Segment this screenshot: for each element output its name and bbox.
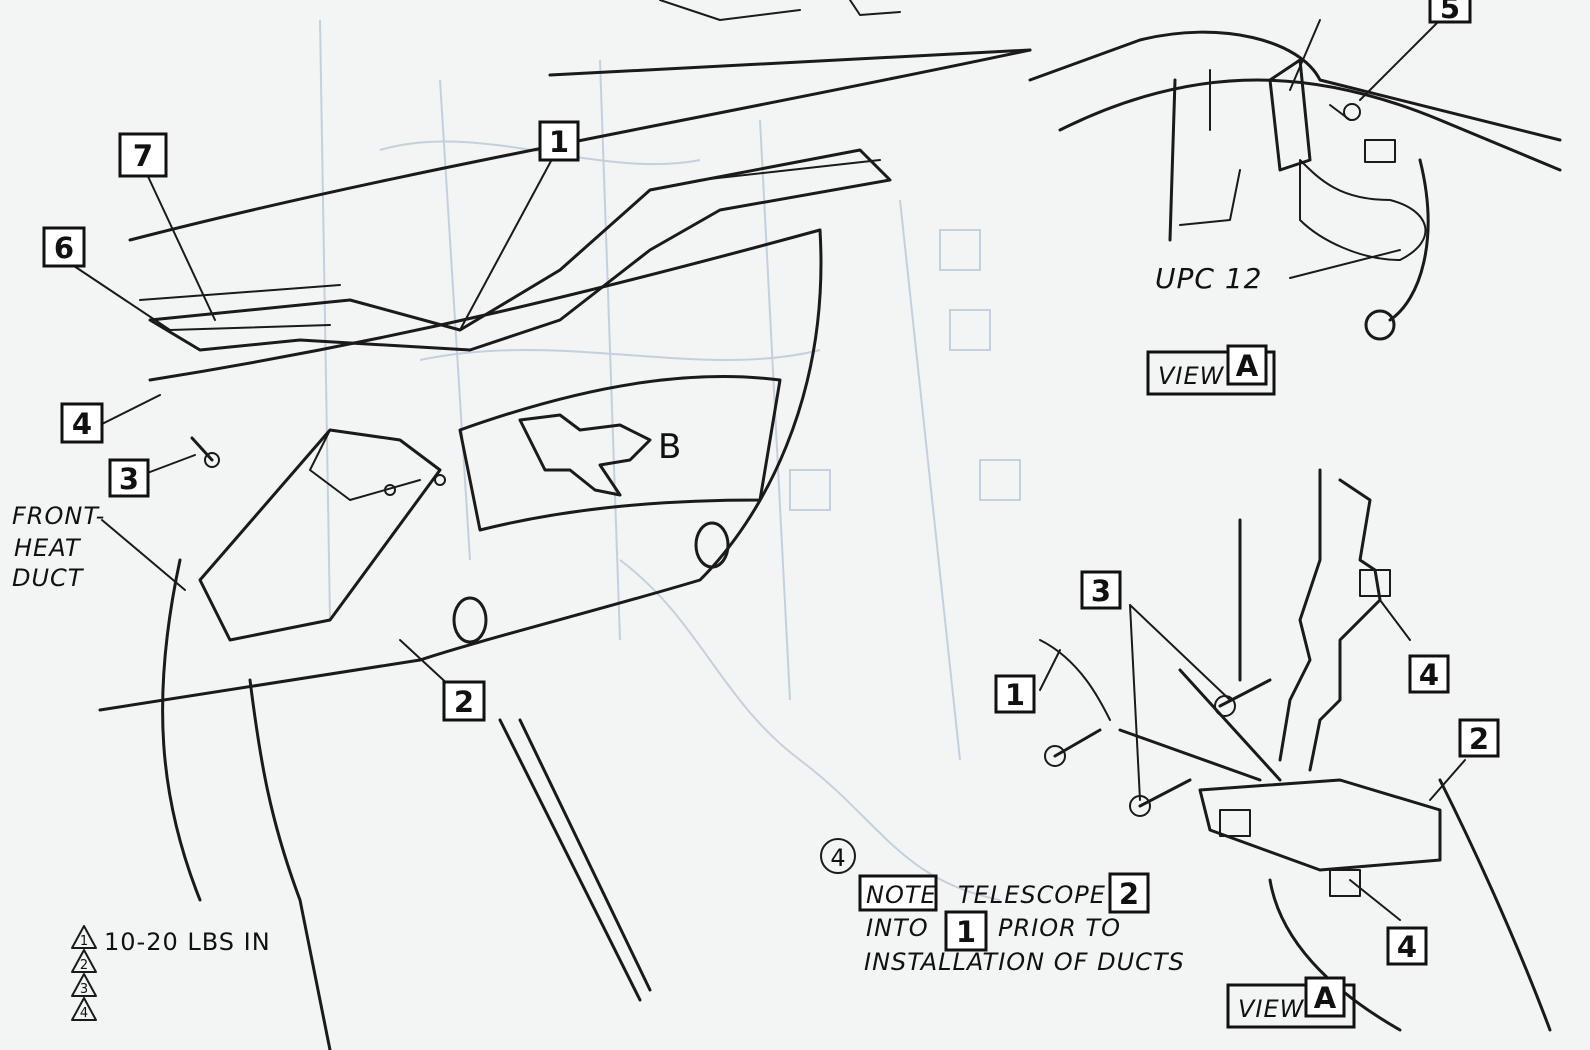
svg-text:DUCT: DUCT — [12, 564, 85, 592]
main-assembly-drawing — [64, 0, 1032, 1050]
svg-text:1: 1 — [1005, 678, 1025, 712]
view-a-bottom-drawing — [1039, 468, 1552, 1032]
svg-text:2: 2 — [454, 685, 474, 719]
svg-text:1: 1 — [956, 915, 976, 949]
svg-text:2: 2 — [80, 958, 88, 973]
screw-1 — [1214, 678, 1272, 717]
callout-1-main: 1 — [538, 120, 580, 162]
callout-3-detail: 3 — [1080, 570, 1122, 610]
svg-text:4: 4 — [830, 844, 845, 872]
torque-marker-4: 4 — [71, 997, 97, 1021]
svg-text:INSTALLATION OF DUCTS: INSTALLATION OF DUCTS — [864, 948, 1185, 976]
front-heat-duct-label: FRONT- HEAT DUCT — [12, 502, 105, 592]
torque-marker-2: 2 — [71, 949, 97, 973]
callout-2-main: 2 — [442, 680, 486, 722]
svg-text:4: 4 — [80, 1006, 88, 1021]
callout-4-left: 4 — [60, 402, 104, 444]
svg-text:VIEW: VIEW — [1158, 362, 1225, 390]
svg-text:5: 5 — [1440, 0, 1460, 25]
arrow-b-label: B — [658, 427, 682, 467]
svg-text:2: 2 — [1119, 877, 1139, 911]
note-block: 4 NOTE TELESCOPE 2 INTO 1 PRIOR TO INSTA… — [820, 838, 1185, 976]
svg-text:HEAT: HEAT — [14, 534, 82, 562]
svg-text:4: 4 — [72, 407, 92, 441]
callout-6: 6 — [42, 226, 86, 268]
svg-text:A: A — [1314, 981, 1337, 1015]
svg-text:1: 1 — [80, 934, 88, 949]
torque-value: 10-20 LBS IN — [104, 928, 271, 956]
callout-5: 5 — [1428, 0, 1472, 25]
note-tag: NOTE — [866, 881, 937, 909]
upc-label: UPC 12 — [1155, 262, 1262, 295]
view-a-label-bottom: VIEW A — [1226, 976, 1356, 1029]
callout-3-left: 3 — [108, 458, 150, 498]
torque-marker-3: 3 — [71, 973, 97, 997]
svg-text:4: 4 — [1397, 930, 1417, 964]
svg-text:A: A — [1236, 349, 1259, 383]
callout-4-lower: 4 — [1386, 926, 1428, 966]
svg-text:1: 1 — [549, 125, 569, 159]
svg-text:4: 4 — [1419, 658, 1439, 692]
svg-text:FRONT-: FRONT- — [12, 502, 105, 530]
torque-spec: 1 2 3 4 10-20 LBS IN — [71, 925, 271, 1021]
torque-marker-1: 1 — [71, 925, 97, 949]
view-a-top-drawing — [1028, 19, 1562, 341]
svg-text:VIEW: VIEW — [1238, 995, 1305, 1023]
svg-text:3: 3 — [119, 462, 139, 496]
callout-2-detail: 2 — [1458, 718, 1500, 758]
svg-text:7: 7 — [133, 139, 153, 173]
callout-4-upper: 4 — [1408, 654, 1450, 694]
callout-7: 7 — [118, 132, 168, 178]
svg-text:PRIOR TO: PRIOR TO — [998, 914, 1121, 942]
svg-text:3: 3 — [1091, 574, 1111, 608]
view-a-label-top: VIEW A — [1146, 344, 1276, 396]
svg-text:INTO: INTO — [866, 914, 929, 942]
svg-text:2: 2 — [1469, 722, 1489, 756]
svg-text:TELESCOPE: TELESCOPE — [958, 881, 1106, 909]
svg-text:6: 6 — [54, 231, 74, 265]
svg-text:3: 3 — [80, 982, 88, 997]
screw-2 — [1044, 728, 1102, 767]
callout-1-detail: 1 — [994, 674, 1036, 714]
